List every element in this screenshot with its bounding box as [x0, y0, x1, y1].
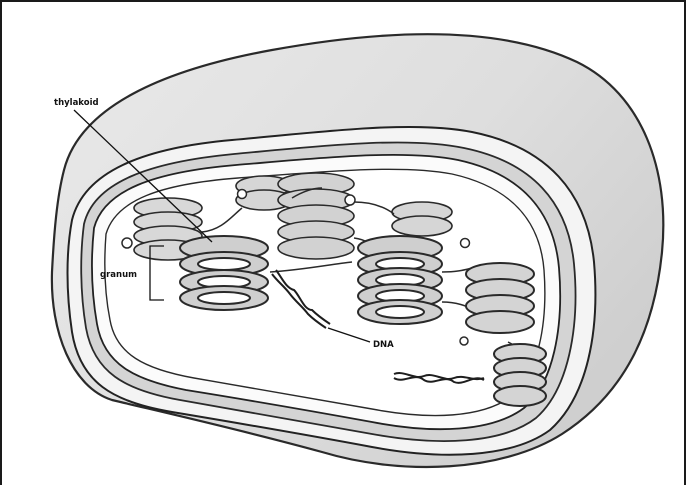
- label-thylakoid: thylakoid: [54, 99, 99, 108]
- granum-back-top: [278, 173, 354, 259]
- granum-center: [358, 236, 442, 324]
- label-granum: granum: [100, 271, 137, 280]
- granum-back-right: [392, 202, 452, 236]
- granum-front: [180, 236, 268, 310]
- granum-lower-right: [494, 344, 546, 406]
- granum-right: [466, 263, 534, 333]
- label-dna: DNA: [373, 341, 394, 350]
